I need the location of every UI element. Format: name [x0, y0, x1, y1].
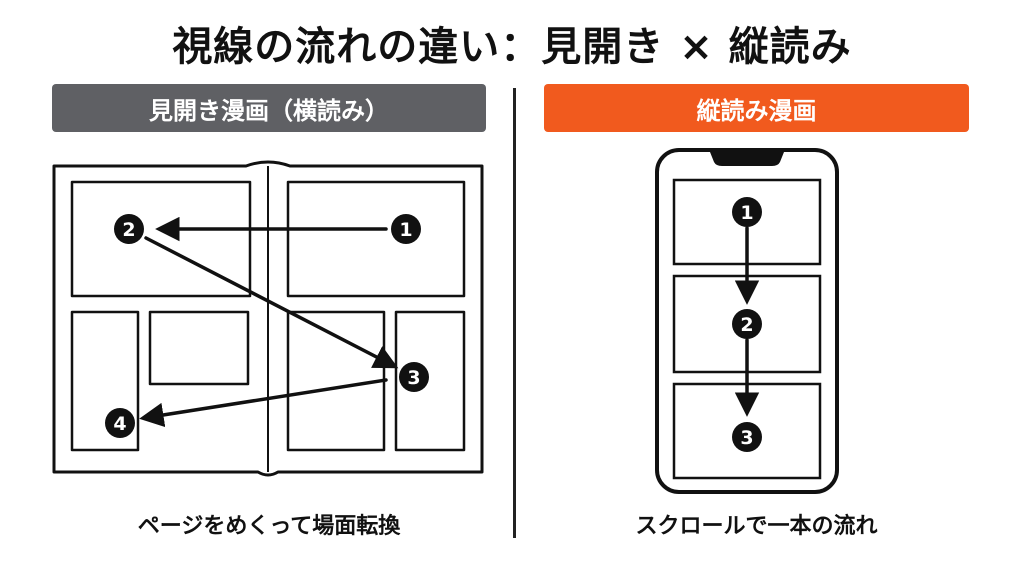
- book-panel-left-bottom-b: [148, 310, 250, 386]
- book-flow-arrows: [139, 216, 399, 428]
- center-divider: [513, 88, 516, 538]
- header-vertical-manga-label: 縦読み漫画: [696, 96, 817, 125]
- phone-step-3: 3: [732, 422, 762, 452]
- caption-spread-manga: ページをめくって場面転換: [137, 514, 401, 539]
- book-step-2: 2: [114, 214, 144, 244]
- arrow-3-to-4: [139, 378, 388, 428]
- caption-vertical-manga: スクロールで一本の流れ: [635, 514, 878, 539]
- arrow-2-to-3: [144, 236, 399, 369]
- book-step-3: 3: [399, 362, 429, 392]
- phone-notch: [710, 152, 784, 166]
- phone-step-2: 2: [732, 309, 762, 339]
- phone-step-2-label: 2: [740, 314, 753, 336]
- phone-step-1-label: 1: [740, 202, 753, 224]
- book-step-1: 1: [391, 214, 421, 244]
- book-step-4: 4: [105, 408, 135, 438]
- book-step-2-label: 2: [122, 219, 135, 241]
- book-step-3-label: 3: [407, 367, 420, 389]
- header-spread-manga-label: 見開き漫画（横読み）: [149, 96, 389, 125]
- book-panel-right-top: [286, 180, 466, 298]
- book-step-4-label: 4: [113, 413, 126, 435]
- header-vertical-manga: 縦読み漫画: [544, 84, 969, 132]
- page-title: 視線の流れの違い：見開き × 縦読み: [172, 24, 852, 70]
- header-spread-manga: 見開き漫画（横読み）: [52, 84, 486, 132]
- phone-step-3-label: 3: [740, 427, 753, 449]
- book-step-1-label: 1: [399, 219, 412, 241]
- phone-step-1: 1: [732, 197, 762, 227]
